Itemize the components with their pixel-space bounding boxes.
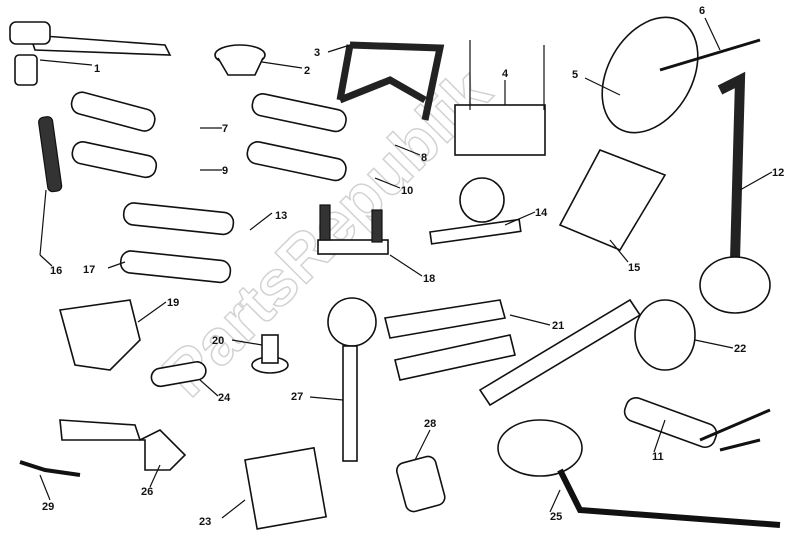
part-label-22: 22 (734, 343, 746, 355)
part-20-adapter (251, 334, 289, 374)
part-label-12: 12 (772, 167, 784, 179)
part-label-25: 25 (550, 511, 562, 523)
part-16-rod (38, 116, 63, 256)
part-label-14: 14 (535, 207, 548, 219)
part-label-16: 16 (50, 265, 62, 277)
cylinder-tools (70, 91, 347, 284)
part-26-press (59, 419, 187, 471)
part-15-tester (558, 148, 667, 252)
part-12-hook-wrench (699, 71, 771, 314)
part-label-21: 21 (552, 320, 564, 332)
part-5-degree-wheel (601, 16, 761, 134)
part-label-5: 5 (572, 69, 578, 81)
part-29-bolt (19, 460, 81, 477)
part-19-meter (58, 299, 141, 371)
part-14-dial-gauge (429, 177, 522, 245)
part-label-10: 10 (401, 185, 413, 197)
part-label-1: 1 (94, 63, 100, 75)
part-label-13: 13 (275, 210, 287, 222)
part-label-18: 18 (423, 273, 435, 285)
part-label-8: 8 (421, 152, 427, 164)
part-21-links (384, 299, 516, 381)
part-label-24: 24 (218, 392, 231, 404)
part-28-flange (395, 455, 446, 513)
part-24-pin (150, 361, 207, 388)
part-label-19: 19 (167, 297, 179, 309)
part-label-15: 15 (628, 262, 640, 274)
part-25-bearing-wrench (497, 419, 781, 528)
part-22-ring-wrench (478, 298, 696, 407)
part-label-27: 27 (291, 391, 303, 403)
part-label-7: 7 (222, 123, 228, 135)
part-1-socket-wrench (9, 21, 172, 86)
part-2-cup-tool (214, 44, 266, 76)
part-4-stand (454, 40, 546, 156)
part-label-29: 29 (42, 501, 54, 513)
part-label-23: 23 (199, 516, 211, 528)
part-label-6: 6 (699, 5, 705, 17)
part-label-9: 9 (222, 165, 228, 177)
part-23-control-box (244, 446, 328, 530)
part-label-20: 20 (212, 335, 224, 347)
part-label-2: 2 (304, 65, 310, 77)
part-label-28: 28 (424, 418, 436, 430)
part-label-11: 11 (652, 451, 664, 463)
part-label-26: 26 (141, 486, 153, 498)
part-label-4: 4 (502, 68, 509, 80)
part-label-3: 3 (314, 47, 320, 59)
part-3-bracket (336, 41, 445, 121)
part-11-puller (623, 397, 771, 452)
leader-lines (39, 17, 773, 519)
part-18-fork (317, 204, 389, 255)
part-27-bore-gauge (327, 297, 377, 462)
part-label-17: 17 (83, 264, 95, 276)
